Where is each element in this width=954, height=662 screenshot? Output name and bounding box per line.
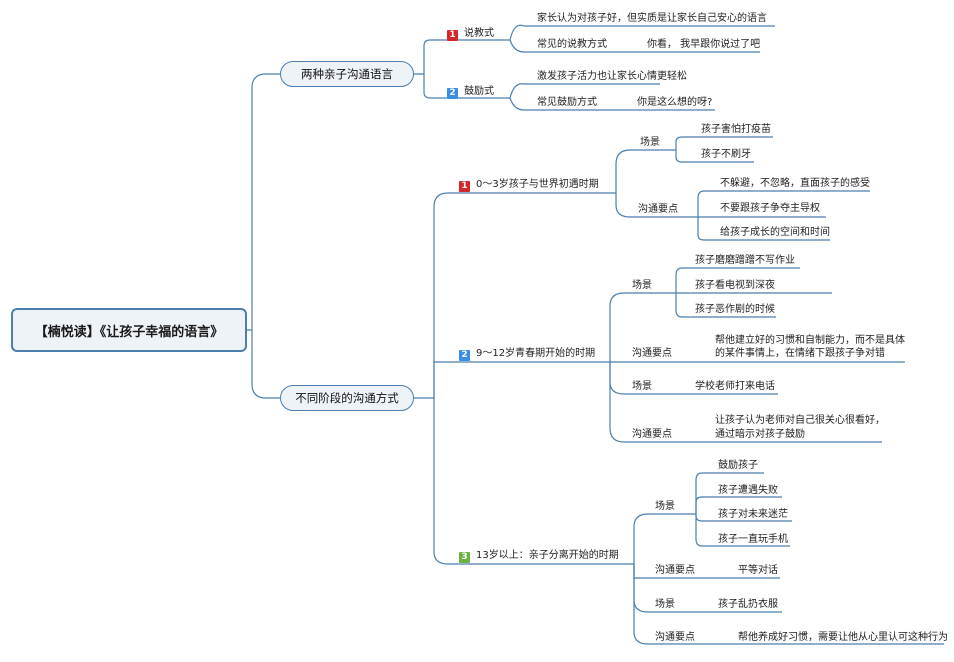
stage-label: 13岁以上：亲子分离开始的时期 [476,550,619,561]
stage2-key2-line[interactable]: 通过暗示对孩子鼓励 [715,429,805,440]
number-badge-2: 2 [459,350,470,361]
leaf-lecturing-definition[interactable]: 家长认为对孩子好，但实质是让家长自己安心的语言 [537,13,767,24]
stage2-scene-item[interactable]: 孩子看电视到深夜 [695,280,775,291]
stage3-key-item[interactable]: 平等对话 [738,565,778,576]
number-badge-3: 3 [459,552,470,563]
stage-label: 9～12岁青春期开始的时期 [476,348,596,359]
topic-encouraging[interactable]: 2 鼓励式 [447,85,494,99]
stage2-key2-line[interactable]: 让孩子认为老师对自己很关心很看好， [715,415,885,426]
stage3-key2-item[interactable]: 帮他养成好习惯，需要让他从心里认可这种行为 [738,632,948,643]
stage2-key-points[interactable]: 沟通要点 [632,348,672,359]
stage3-scene-item[interactable]: 孩子对未来迷茫 [718,509,788,520]
stage1-key-item[interactable]: 不躲避，不忽略，直面孩子的感受 [720,178,870,189]
number-badge-1: 1 [447,30,458,41]
stage3-key-points[interactable]: 沟通要点 [655,565,695,576]
stage-label: 0～3岁孩子与世界初遇时期 [476,179,599,190]
stage3-key-points-2[interactable]: 沟通要点 [655,632,695,643]
topic-lecturing[interactable]: 1 说教式 [447,27,494,41]
leaf-encouraging-definition[interactable]: 激发孩子活力也让家长心情更轻松 [537,71,687,82]
leaf-lecturing-example[interactable]: 你看， 我早跟你说过了吧 [647,39,761,50]
branch-two-languages[interactable]: 两种亲子沟通语言 [280,61,414,87]
topic-label: 鼓励式 [464,86,494,97]
stage2-scene[interactable]: 场景 [632,280,652,291]
leaf-encouraging-example[interactable]: 你是这么想的呀? [637,97,713,108]
stage2-scene-item[interactable]: 孩子磨磨蹭蹭不写作业 [695,255,795,266]
stage2-key-line[interactable]: 帮他建立好的习惯和自制能力，而不是具体 [715,335,905,346]
stage3-scene-item[interactable]: 孩子遭遇失败 [718,485,778,496]
stage-13-plus[interactable]: 3 13岁以上：亲子分离开始的时期 [459,549,619,563]
root-node[interactable]: 【楠悦读】《让孩子幸福的语言》 [11,308,247,352]
stage3-scene[interactable]: 场景 [655,501,675,512]
number-badge-2: 2 [447,88,458,99]
stage3-scene2-item[interactable]: 孩子乱扔衣服 [718,599,778,610]
stage-9-12[interactable]: 2 9～12岁青春期开始的时期 [459,347,595,361]
stage2-key-line[interactable]: 的某件事情上，在情绪下跟孩子争对错 [715,348,885,359]
stage3-scene-item[interactable]: 孩子一直玩手机 [718,534,788,545]
stage3-scene-2[interactable]: 场景 [655,599,675,610]
leaf-common-lecturing[interactable]: 常见的说教方式 [537,39,607,50]
stage2-scene-item[interactable]: 孩子恶作剧的时候 [695,304,775,315]
stage3-scene-item[interactable]: 鼓励孩子 [718,460,758,471]
stage1-key-item[interactable]: 给孩子成长的空间和时间 [720,227,830,238]
stage2-scene-2[interactable]: 场景 [632,381,652,392]
branch-stages[interactable]: 不同阶段的沟通方式 [280,385,414,411]
stage-0-3[interactable]: 1 0～3岁孩子与世界初遇时期 [459,178,599,192]
stage1-key-item[interactable]: 不要跟孩子争夺主导权 [720,203,820,214]
stage2-scene2-item[interactable]: 学校老师打来电话 [695,381,775,392]
stage1-scene-item[interactable]: 孩子害怕打疫苗 [701,124,771,135]
topic-label: 说教式 [464,28,494,39]
stage1-key-points[interactable]: 沟通要点 [638,204,678,215]
leaf-common-encouraging[interactable]: 常见鼓励方式 [537,97,597,108]
stage1-scene-item[interactable]: 孩子不刷牙 [701,149,751,160]
stage1-scene[interactable]: 场景 [640,137,660,148]
stage2-key-points-2[interactable]: 沟通要点 [632,429,672,440]
number-badge-1: 1 [459,181,470,192]
